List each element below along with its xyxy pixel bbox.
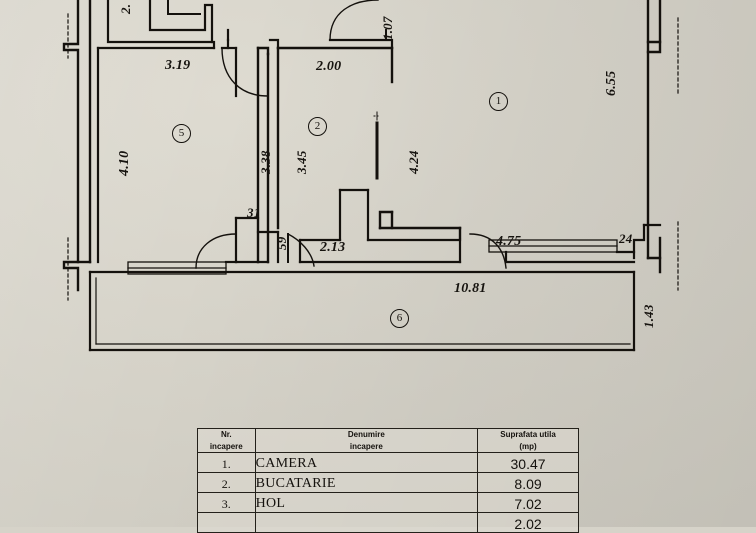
header-nr: Nr. incapere <box>197 427 256 454</box>
row-name <box>254 512 479 533</box>
row-nr: 3. <box>197 492 256 514</box>
row-name: BUCATARIE <box>254 472 479 494</box>
dim-window-4-75: 4.75 <box>496 234 522 249</box>
row-name: CAMERA <box>254 452 479 474</box>
dim-room1-left: 4.24 <box>406 150 421 174</box>
header-den-line2: incapere <box>349 441 383 451</box>
header-nr-line1: Nr. <box>220 430 232 439</box>
room-marker-5: 5 <box>172 124 191 143</box>
row-nr: 1. <box>197 452 256 474</box>
dim-hall-31: 31 <box>247 205 261 220</box>
table-row-clipped: 2.02 <box>197 512 579 533</box>
row-area: 2.02 <box>477 512 579 533</box>
table-row: 3. HOL 7.02 <box>197 492 579 514</box>
row-area: 8.09 <box>477 472 579 494</box>
row-area: 30.47 <box>477 452 579 474</box>
dim-room5-left: 4.10 <box>117 150 132 176</box>
row-area: 7.02 <box>477 492 579 514</box>
room-marker-1: 1 <box>489 92 508 111</box>
dim-room2-left: 3.45 <box>294 150 309 174</box>
room-marker-6: 6 <box>390 309 409 328</box>
dim-wall-3-38: 3.38 <box>258 150 273 174</box>
row-name: HOL <box>254 492 479 514</box>
dim-room1-right: 6.55 <box>604 70 619 96</box>
dim-room5-top: 3.19 <box>165 58 191 73</box>
table-header-row: Nr. incapere Denumire incapere Suprafata… <box>197 427 579 454</box>
header-suprafata: Suprafata utila (mp) <box>477 427 579 454</box>
dim-hall-2-13: 2.13 <box>320 240 346 255</box>
dim-hall-59: 59 <box>274 236 289 250</box>
header-denumire: Denumire incapere <box>254 427 479 454</box>
dim-room2-top: 2.00 <box>316 59 342 74</box>
dim-balcony-length: 10.81 <box>454 281 487 296</box>
room-marker-2: 2 <box>308 117 327 136</box>
dim-right-24: 24 <box>619 231 633 246</box>
table-row: 1. CAMERA 30.47 <box>197 452 579 474</box>
table-row: 2. BUCATARIE 8.09 <box>197 472 579 494</box>
dim-door-1-07: 1.07 <box>380 16 395 40</box>
row-nr: 2. <box>197 472 256 494</box>
row-nr <box>197 512 256 533</box>
room-schedule-table: Nr. incapere Denumire incapere Suprafata… <box>197 427 579 533</box>
header-sup-line1: Suprafata utila <box>500 430 556 439</box>
header-den-line1: Denumire <box>347 430 385 439</box>
dim-top-left-partial: 2. <box>118 3 133 14</box>
dim-balcony-depth: 1.43 <box>641 304 656 328</box>
header-nr-line2: incapere <box>209 441 243 451</box>
header-sup-line2: (mp) <box>519 441 537 451</box>
